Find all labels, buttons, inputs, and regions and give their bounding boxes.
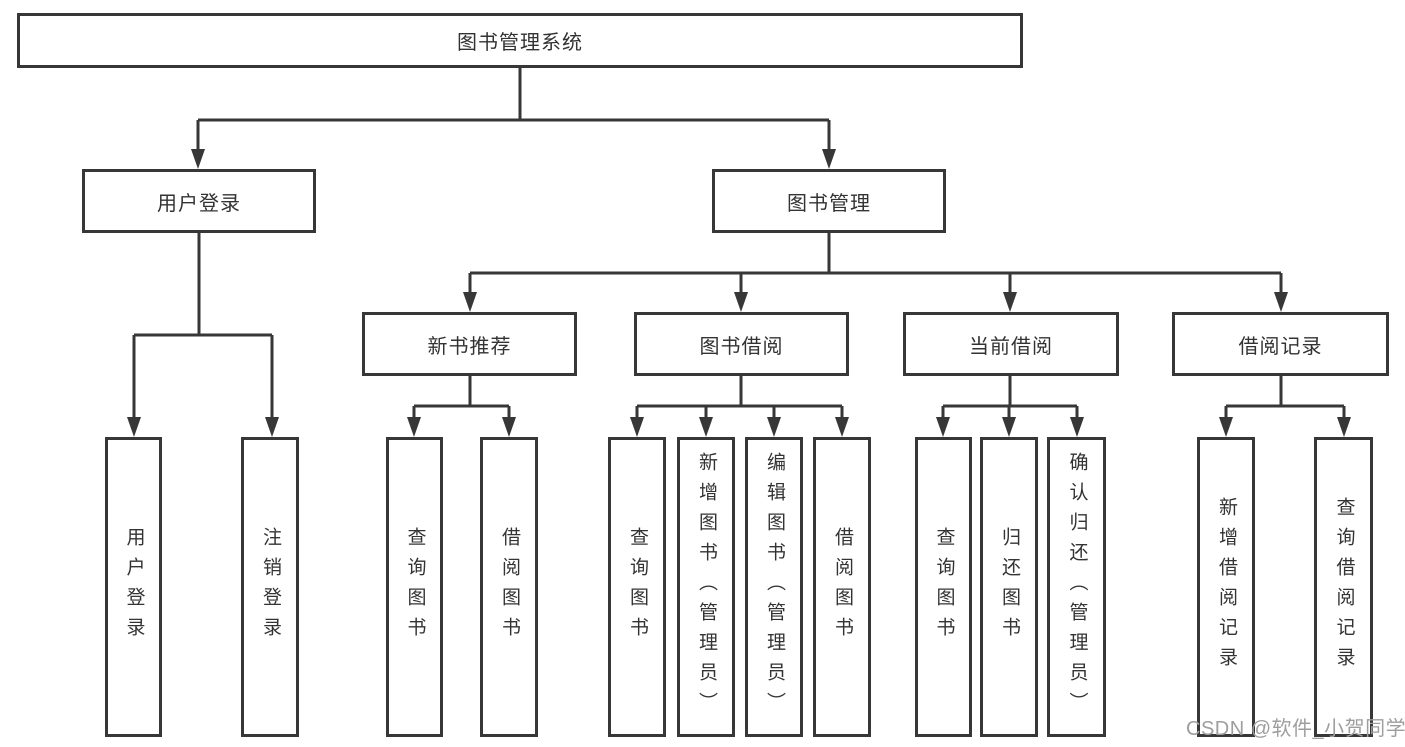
leaf-confirm-return-admin: 确认归还（管理员）: [1047, 437, 1106, 737]
leaf-add-borrow-record: 新增借阅记录: [1197, 437, 1255, 737]
leaf-add-book-admin: 新增图书（管理员）: [677, 437, 735, 737]
node-label: 图书管理系统: [457, 32, 583, 54]
watermark: CSDN @软件_小贺同学: [1186, 718, 1405, 740]
node-new-book-recommendation: 新书推荐: [362, 312, 577, 376]
leaf-user-login: 用户登录: [105, 437, 162, 737]
node-book-management: 图书管理: [712, 169, 946, 233]
leaf-query-books-recommendation: 查询图书: [386, 437, 443, 737]
node-label: 图书管理: [787, 192, 871, 215]
node-label: 查询图书: [933, 527, 955, 647]
node-book-borrowing: 图书借阅: [634, 312, 849, 376]
leaf-edit-book-admin: 编辑图书（管理员）: [745, 437, 803, 737]
node-label: 查询图书: [404, 527, 426, 647]
node-label: 新书推荐: [427, 335, 512, 358]
node-user-login: 用户登录: [82, 169, 316, 233]
node-label: 借阅图书: [498, 527, 520, 647]
leaf-return-books: 归还图书: [980, 437, 1038, 737]
node-label: 查询借阅记录: [1333, 497, 1355, 677]
leaf-query-borrow-record: 查询借阅记录: [1314, 437, 1373, 737]
leaf-query-books-borrowing: 查询图书: [608, 437, 666, 737]
node-label: 用户登录: [123, 527, 145, 647]
leaf-borrow-books-recommendation: 借阅图书: [480, 437, 538, 737]
leaf-borrow-books-borrowing: 借阅图书: [813, 437, 871, 737]
node-label: 借阅记录: [1238, 335, 1323, 358]
node-label: 新增图书（管理员）: [695, 452, 717, 722]
node-label: 编辑图书（管理员）: [763, 452, 785, 722]
node-borrowing-records: 借阅记录: [1172, 312, 1389, 376]
node-label: 查询图书: [626, 527, 648, 647]
node-label: 确认归还（管理员）: [1066, 452, 1088, 722]
node-label: 新增借阅记录: [1215, 497, 1237, 677]
node-label: 归还图书: [998, 527, 1020, 647]
node-label: 图书借阅: [699, 335, 784, 358]
node-label: 注销登录: [259, 527, 281, 647]
node-label: 当前借阅: [969, 335, 1053, 358]
node-label: 借阅图书: [831, 527, 853, 647]
node-label: 用户登录: [157, 192, 241, 215]
leaf-query-books-current: 查询图书: [915, 437, 972, 737]
leaf-logout: 注销登录: [241, 437, 299, 737]
arrow-down-icons: [127, 149, 1351, 437]
node-library-management-system: 图书管理系统: [17, 13, 1023, 68]
node-current-borrowing: 当前借阅: [903, 312, 1119, 376]
